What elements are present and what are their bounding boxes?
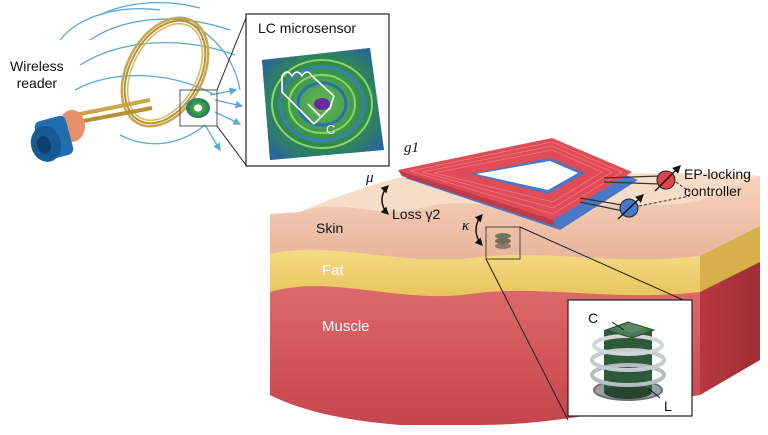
lc-coil-inset xyxy=(567,299,693,417)
kappa-label: κ xyxy=(462,218,470,234)
wireless-reader-label: Wireless reader xyxy=(10,58,64,91)
fat-label: Fat xyxy=(322,262,344,279)
inset-capacitor-label: C xyxy=(326,122,336,137)
microsensor-small xyxy=(179,89,218,127)
loss-label: Loss γ2 xyxy=(392,206,441,222)
controller-leads xyxy=(638,181,691,207)
block-side-face xyxy=(700,258,760,395)
g1-label: g1 xyxy=(404,140,419,156)
lc-circuit-overlay xyxy=(281,71,335,125)
microsensor-render xyxy=(262,48,384,160)
zoom-lines-bottom xyxy=(485,226,691,421)
coil-inductor-label: L xyxy=(664,398,672,414)
reader-stem xyxy=(74,98,153,124)
lc-microsensor-inset xyxy=(245,13,390,167)
embedded-sensor xyxy=(485,226,521,260)
fat-layer xyxy=(270,245,700,297)
planar-coil xyxy=(398,138,691,230)
mu-coupling-arrow xyxy=(380,185,389,215)
skin-layer xyxy=(270,176,760,260)
lc-microsensor-label: LC microsensor xyxy=(258,20,357,36)
reader-coil xyxy=(120,16,210,128)
controller-blue xyxy=(617,194,645,220)
ep-locking-controller-label: EP-locking controller xyxy=(684,166,751,199)
zoom-lines-top xyxy=(216,17,247,166)
skin-label: Skin xyxy=(316,220,344,236)
magnetic-field-lines xyxy=(59,2,244,152)
coil-capacitor-label: C xyxy=(588,310,599,326)
helical-coil xyxy=(590,321,666,401)
controller-red xyxy=(654,165,681,192)
mu-label: μ xyxy=(366,170,374,186)
reader-handle xyxy=(30,110,85,162)
kappa-coupling-arrow xyxy=(474,214,483,246)
muscle-label: Muscle xyxy=(322,318,370,335)
wireless-reader xyxy=(30,2,244,162)
